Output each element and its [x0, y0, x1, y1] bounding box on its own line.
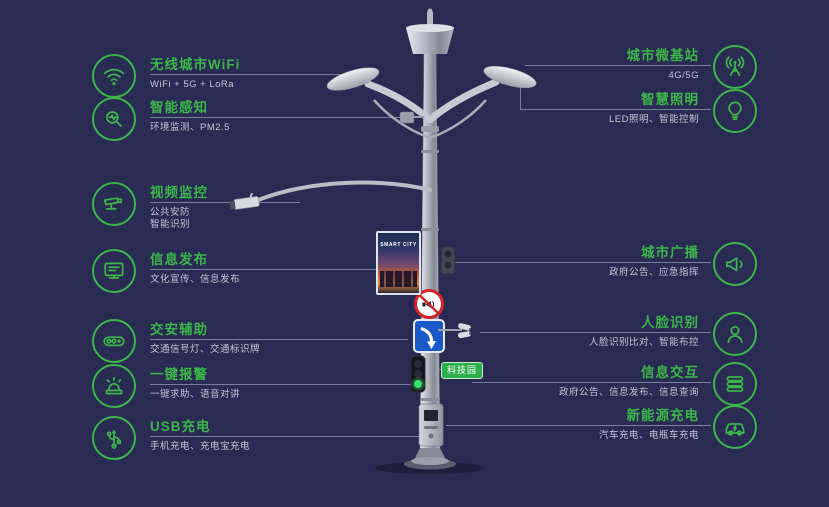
display-icon [92, 249, 136, 293]
feature-subtitle: 4G/5G [668, 70, 699, 81]
tech-park-tag: 科技园 [441, 362, 484, 379]
feature-title: 人脸识别 [641, 315, 699, 330]
feature-ev: 新能源充电 汽车充电、电瓶车充电 [514, 405, 757, 449]
feature-subtitle: WiFi + 5G + LoRa [150, 79, 235, 90]
feature-wifi: 无线城市WiFi WiFi + 5G + LoRa [92, 54, 240, 98]
bulb-icon [713, 89, 757, 133]
feature-subtitle: 一键求助、语音对讲 [150, 389, 241, 400]
connector-bulb-elbow [520, 88, 521, 109]
connector-face [480, 332, 711, 333]
feature-sensor: 智能感知 环境监测、PM2.5 [92, 97, 230, 141]
connector-wifi [150, 74, 368, 75]
connector-ev [446, 425, 711, 426]
feature-title: 信息发布 [150, 252, 208, 267]
connector-usb [150, 436, 421, 437]
feature-subtitle: LED照明、智能控制 [609, 114, 699, 125]
led-screen-title: SMART CITY [380, 242, 417, 248]
connector-bulb [520, 109, 711, 110]
wifi-icon [92, 54, 136, 98]
connector-cctv [150, 202, 300, 203]
feature-title: 信息交互 [641, 365, 699, 380]
list-icon [713, 362, 757, 406]
feature-title: 一键报警 [150, 367, 208, 382]
feature-display: 信息发布 文化宣传、信息发布 [92, 249, 240, 293]
connector-sensor [150, 117, 405, 118]
feature-cctv: 视频监控 公共安防 智能识别 [92, 182, 208, 231]
feature-face: 人脸识别 人脸识别比对、智能布控 [514, 312, 757, 356]
feature-traffic: 交安辅助 交通信号灯、交通标识牌 [92, 319, 260, 363]
feature-title: 城市微基站 [626, 48, 699, 63]
antenna-icon [713, 45, 757, 89]
connector-alarm [150, 384, 418, 385]
connector-display [150, 269, 378, 270]
connector-traffic [150, 339, 408, 340]
feature-title: 新能源充电 [626, 408, 699, 423]
feature-title: 视频监控 [150, 185, 208, 200]
ev-car-icon [713, 405, 757, 449]
feature-title: 交安辅助 [150, 322, 208, 337]
feature-title: 城市广播 [641, 245, 699, 260]
feature-subtitle: 环境监测、PM2.5 [150, 122, 230, 133]
feature-subtitle: 汽车充电、电瓶车充电 [598, 430, 699, 441]
feature-subtitle: 交通信号灯、交通标识牌 [150, 344, 261, 355]
cctv-icon [92, 182, 136, 226]
feature-subtitle: 政府公告、信息发布、信息查询 [558, 387, 699, 398]
feature-bulb: 智慧照明 LED照明、智能控制 [514, 89, 757, 133]
connector-interact [472, 382, 711, 383]
feature-broadcast: 城市广播 政府公告、应急指挥 [514, 242, 757, 286]
feature-alarm: 一键报警 一键求助、语音对讲 [92, 364, 240, 408]
feature-title: 无线城市WiFi [150, 57, 241, 72]
connector-broadcast [450, 262, 711, 263]
megaphone-icon [713, 242, 757, 286]
feature-subtitle: 人脸识别比对、智能布控 [588, 337, 699, 348]
feature-subtitle: 公共安防 智能识别 [150, 207, 191, 230]
connector-antenna [525, 65, 711, 66]
feature-title: USB充电 [150, 419, 211, 434]
feature-subtitle: 文化宣传、信息发布 [150, 274, 241, 285]
usb-icon [92, 416, 136, 460]
traffic-light-icon [92, 319, 136, 363]
feature-title: 智能感知 [150, 100, 208, 115]
feature-antenna: 城市微基站 4G/5G [514, 45, 757, 89]
feature-title: 智慧照明 [641, 92, 699, 107]
feature-subtitle: 政府公告、应急指挥 [608, 267, 699, 278]
feature-subtitle: 手机充电、充电宝充电 [150, 441, 251, 452]
feature-interact: 信息交互 政府公告、信息发布、信息查询 [514, 362, 757, 406]
sensor-icon [92, 97, 136, 141]
alarm-icon [92, 364, 136, 408]
person-icon [713, 312, 757, 356]
feature-usb: USB充电 手机充电、充电宝充电 [92, 416, 250, 460]
